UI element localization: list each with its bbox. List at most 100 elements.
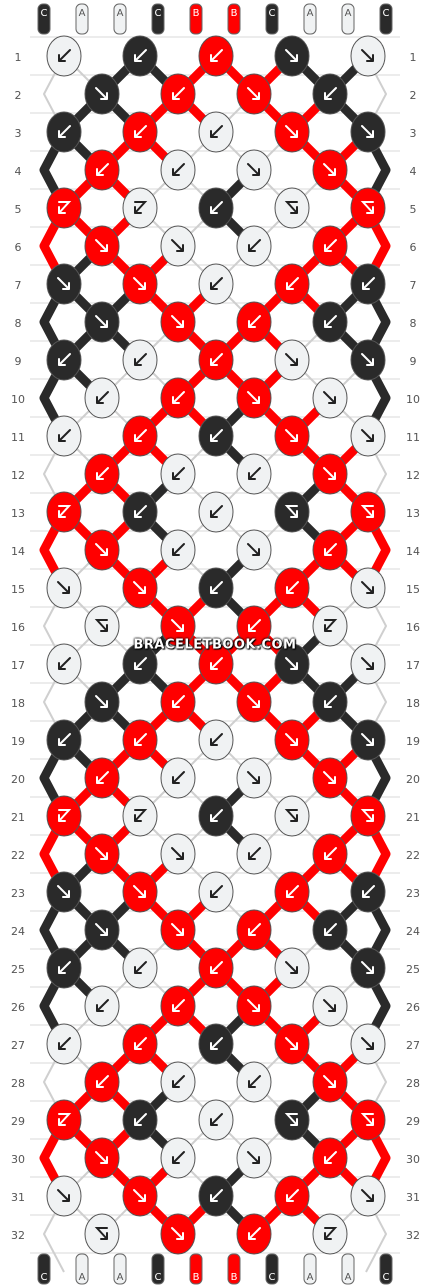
knot (198, 871, 234, 913)
knot-arrow-icon (58, 1037, 71, 1050)
knot-arrow-icon (285, 49, 298, 62)
row-label-left: 6 (15, 241, 22, 254)
row-label-left: 14 (11, 545, 25, 558)
thread-end-label: A (79, 8, 86, 19)
knot-arrow-icon (171, 239, 184, 252)
knot (198, 567, 234, 609)
knot-arrow-icon (284, 505, 298, 518)
knot-arrow-icon (210, 1189, 223, 1202)
knot-arrow-icon (134, 1037, 147, 1050)
knot (274, 567, 310, 609)
knot (312, 757, 348, 799)
knot-arrow-icon (247, 1151, 260, 1164)
thread-end-bottom: C (379, 1253, 393, 1285)
row-label-left: 23 (11, 887, 25, 900)
knot (350, 871, 386, 913)
knot (46, 491, 82, 533)
knot (312, 377, 348, 419)
knot (160, 149, 196, 191)
knot (198, 187, 234, 229)
knot (46, 719, 82, 761)
thread-end-tab (37, 3, 51, 35)
knot-arrow-icon (362, 277, 375, 290)
knot-arrow-icon (324, 923, 337, 936)
knot-arrow-icon (172, 543, 185, 556)
knot-arrow-icon (361, 961, 374, 974)
knot (312, 985, 348, 1027)
thread-end-tab (341, 3, 355, 35)
knot (84, 1137, 120, 1179)
knot-arrow-icon (134, 201, 148, 214)
knot-arrow-icon (360, 505, 374, 518)
knot (236, 605, 272, 647)
knot (236, 833, 272, 875)
thread-end-label: A (307, 8, 314, 19)
knot (160, 757, 196, 799)
knot-arrow-icon (95, 847, 108, 860)
row-label-right: 16 (406, 621, 420, 634)
knot-arrow-icon (134, 505, 147, 518)
knot (122, 187, 158, 229)
knot-grid (46, 35, 386, 1255)
knot-arrow-icon (58, 49, 71, 62)
thread-end-label: A (345, 8, 352, 19)
knot-arrow-icon (247, 695, 260, 708)
knot (160, 909, 196, 951)
knot (122, 1175, 158, 1217)
knot-arrow-icon (324, 619, 338, 632)
thread-end-tab (151, 3, 165, 35)
knot-arrow-icon (58, 809, 72, 822)
knot-arrow-icon (285, 1037, 298, 1050)
knot (122, 1099, 158, 1141)
row-label-left: 20 (11, 773, 25, 786)
knot-arrow-icon (286, 581, 299, 594)
row-label-left: 31 (11, 1191, 25, 1204)
knot (312, 149, 348, 191)
knot (350, 1175, 386, 1217)
knot (350, 567, 386, 609)
knot (46, 111, 82, 153)
knot (46, 947, 82, 989)
knot (46, 1099, 82, 1141)
knot (160, 1061, 196, 1103)
knot-arrow-icon (58, 125, 71, 138)
thread-end-top: B (227, 3, 241, 35)
knot-arrow-icon (210, 885, 223, 898)
knot (122, 567, 158, 609)
thread-end-tab (227, 1253, 241, 1285)
knot-arrow-icon (134, 961, 147, 974)
row-label-left: 18 (11, 697, 25, 710)
row-label-right: 28 (406, 1077, 420, 1090)
knot-arrow-icon (360, 809, 374, 822)
knot-arrow-icon (210, 809, 223, 822)
knot (122, 947, 158, 989)
knot-arrow-icon (133, 1189, 146, 1202)
knot (312, 833, 348, 875)
knot (46, 871, 82, 913)
knot (84, 149, 120, 191)
knot-arrow-icon (58, 201, 72, 214)
knot (312, 1137, 348, 1179)
knot (274, 795, 310, 837)
row-label-right: 5 (410, 203, 417, 216)
knot (312, 529, 348, 571)
knot (274, 415, 310, 457)
knot-arrow-icon (361, 49, 374, 62)
knot-arrow-icon (210, 581, 223, 594)
thread-end-label: B (193, 8, 200, 19)
knot (236, 1061, 272, 1103)
knot (236, 301, 272, 343)
knot-arrow-icon (171, 619, 184, 632)
thread-end-top: A (303, 3, 317, 35)
knot-arrow-icon (284, 809, 298, 822)
knot (312, 1061, 348, 1103)
knot (46, 1175, 82, 1217)
row-label-right: 25 (406, 963, 420, 976)
knot (122, 643, 158, 685)
thread-end-top: C (37, 3, 51, 35)
row-label-left: 16 (11, 621, 25, 634)
knot-arrow-icon (323, 163, 336, 176)
knot-arrow-icon (210, 277, 223, 290)
row-label-right: 17 (406, 659, 420, 672)
